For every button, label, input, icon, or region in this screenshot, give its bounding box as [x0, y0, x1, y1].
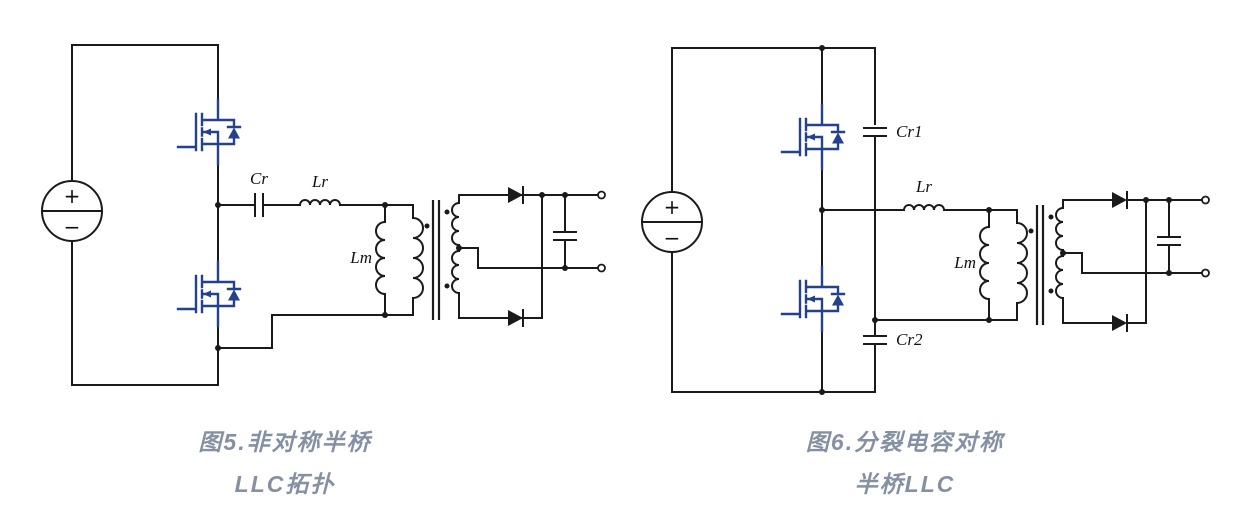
- resonant-capacitor-cr: Cr: [250, 169, 268, 217]
- junction-dot: [872, 317, 878, 323]
- polarity-dot: [444, 209, 450, 215]
- junction-dot: [539, 192, 545, 198]
- wires: [71, 44, 599, 386]
- lr-label: Lr: [311, 172, 328, 191]
- polarity-dot: [1028, 228, 1034, 234]
- source-minus-sign: −: [664, 226, 681, 250]
- figure5-caption-line2: LLC拓扑: [234, 471, 336, 497]
- figure5-caption-line1: 图5.非对称半桥: [198, 429, 372, 455]
- mosfet-high-side: [176, 98, 242, 166]
- polarity-dot: [1048, 288, 1054, 294]
- junction-dot: [382, 312, 388, 318]
- junction-dot: [382, 202, 388, 208]
- rectifier-diode-bottom: [1112, 314, 1128, 332]
- transformer: [1015, 205, 1065, 325]
- rectifier-diode-top: [1112, 191, 1128, 209]
- split-capacitor-cr2: Cr2: [863, 330, 923, 349]
- figure5-caption: 图5.非对称半桥 LLC拓扑: [100, 421, 470, 505]
- dc-source: + −: [641, 191, 703, 253]
- junction-dot: [562, 192, 568, 198]
- junction-dot: [215, 202, 221, 208]
- junction-dot: [562, 265, 568, 271]
- junction-dot: [819, 389, 825, 395]
- junction-dot: [1166, 270, 1172, 276]
- figure6-caption-line1: 图6.分裂电容对称: [805, 429, 1005, 455]
- dc-source: + −: [41, 180, 103, 242]
- rectifier-diode-bottom: [508, 309, 524, 327]
- junction-dot: [819, 207, 825, 213]
- wires: [671, 47, 1203, 393]
- junction-dot: [1143, 197, 1149, 203]
- output-capacitor: [553, 194, 577, 269]
- mosfet-high-side: [780, 103, 846, 171]
- output-terminal-negative: [597, 263, 606, 273]
- transformer-core: [431, 200, 441, 320]
- lm-label: Lm: [349, 248, 372, 267]
- transformer: [411, 200, 461, 320]
- figure6-caption-line2: 半桥LLC: [854, 471, 956, 497]
- rectifier-diode-top: [508, 186, 524, 204]
- primary-winding: [411, 216, 424, 300]
- magnetizing-inductor-lm: Lm: [953, 225, 991, 301]
- primary-winding: [1015, 221, 1028, 305]
- circuit-canvas: + − Cr Lr Lm: [41, 44, 1210, 395]
- junction-dot: [986, 207, 992, 213]
- cr-label: Cr: [250, 169, 268, 188]
- junction-dots: [819, 45, 1172, 395]
- magnetizing-inductor-lm: Lm: [349, 220, 387, 296]
- source-minus-sign: −: [64, 215, 81, 239]
- junction-dot: [986, 317, 992, 323]
- cr1-label: Cr1: [896, 122, 922, 141]
- junction-dot: [215, 345, 221, 351]
- figure6-caption: 图6.分裂电容对称 半桥LLC: [720, 421, 1090, 505]
- resonant-inductor-lr: Lr: [298, 172, 342, 207]
- source-plus-sign: +: [64, 184, 81, 208]
- transformer-core: [1035, 205, 1045, 325]
- polarity-dot: [1048, 214, 1054, 220]
- polarity-dot: [444, 283, 450, 289]
- lr-label: Lr: [915, 177, 932, 196]
- junction-dot: [1166, 197, 1172, 203]
- split-capacitor-cr1: Cr1: [863, 122, 922, 141]
- mosfet-low-side: [780, 265, 846, 333]
- mosfet-low-side: [176, 260, 242, 328]
- junction-dot: [819, 45, 825, 51]
- figure6-circuit: + − Cr1 Cr2 Lr Lm: [641, 45, 1210, 395]
- source-plus-sign: +: [664, 195, 681, 219]
- lm-label: Lm: [953, 253, 976, 272]
- polarity-dot: [424, 223, 430, 229]
- junction-dot: [456, 245, 462, 251]
- resonant-inductor-lr: Lr: [902, 177, 946, 212]
- output-capacitor: [1157, 199, 1181, 274]
- figure5-circuit: + − Cr Lr Lm: [41, 44, 606, 386]
- output-terminal-negative: [1201, 268, 1210, 278]
- cr2-label: Cr2: [896, 330, 923, 349]
- output-terminal-positive: [1201, 195, 1210, 205]
- junction-dots: [215, 192, 568, 351]
- junction-dot: [1060, 250, 1066, 256]
- output-terminal-positive: [597, 190, 606, 200]
